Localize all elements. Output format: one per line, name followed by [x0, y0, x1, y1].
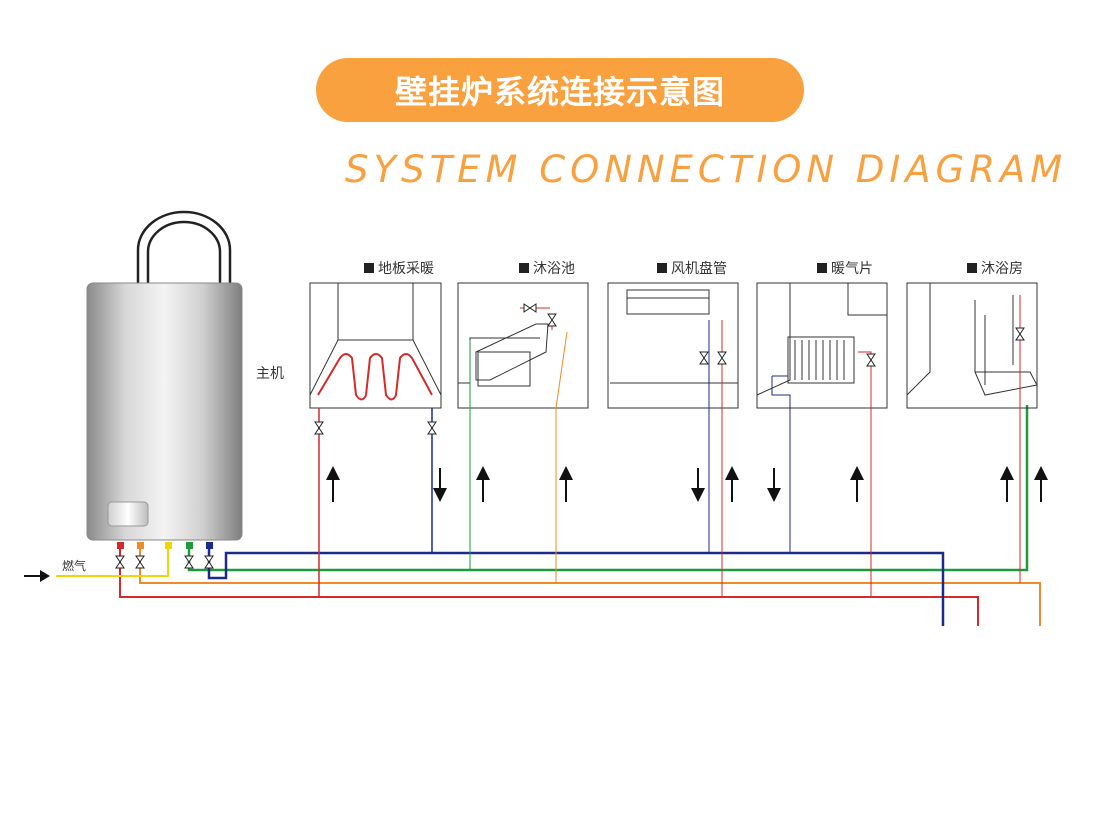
boiler-unit [86, 210, 243, 541]
svg-text:地板采暖: 地板采暖 [378, 261, 434, 277]
title-banner: 壁挂炉系统连接示意图 [316, 58, 804, 122]
shower-illustration [906, 283, 1038, 583]
flow-arrows [326, 466, 1048, 502]
room-label-fan-coil: 风机盘管 [657, 260, 727, 277]
svg-text:暖气片: 暖气片 [831, 261, 873, 277]
bathtub-illustration [458, 307, 568, 583]
svg-text:沐浴房: 沐浴房 [981, 261, 1023, 277]
floor-heating-illustration [309, 283, 442, 401]
room-label-shower-room: 沐浴房 [967, 261, 1023, 277]
room-label-radiator: 暖气片 [817, 261, 873, 277]
svg-text:风机盘管: 风机盘管 [671, 260, 727, 277]
svg-text:沐浴池: 沐浴池 [533, 261, 575, 277]
boiler-label: 主机 [256, 366, 284, 382]
radiator-illustration [756, 282, 888, 597]
room-label-bathtub: 沐浴池 [519, 261, 575, 277]
fan-coil-illustration [610, 289, 738, 597]
room-label-floor-heating: 地板采暖 [364, 261, 434, 277]
page-subtitle: SYSTEM CONNECTION DIAGRAM [345, 148, 1068, 191]
gas-label: 燃气 [62, 558, 86, 573]
gas-inlet-arrow [24, 570, 50, 582]
page-title: 壁挂炉系统连接示意图 [394, 73, 725, 111]
